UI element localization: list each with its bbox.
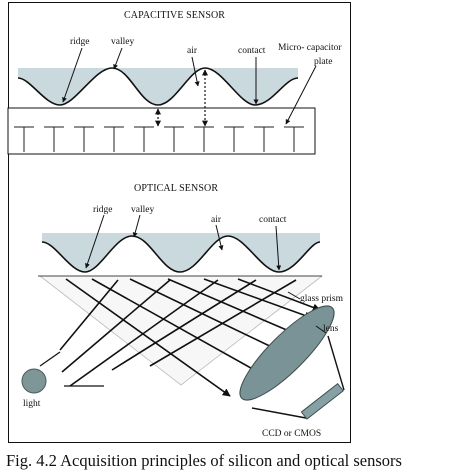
- light-source: [21, 368, 47, 394]
- capacitive-ridge-leader: [62, 47, 83, 103]
- lens-label: lens: [323, 324, 339, 334]
- optical-air-label: air: [211, 215, 222, 225]
- optical-fingertip: [42, 233, 320, 272]
- capacitive-title: CAPACITIVE SENSOR: [124, 10, 225, 21]
- glass-prism-label: glass prism: [300, 294, 344, 304]
- optical-ridge-profile: [41, 235, 321, 273]
- optical-contact-leader: [275, 225, 282, 271]
- reflected-light-rays: [65, 278, 321, 397]
- capacitor-cells: [14, 126, 304, 152]
- capacitive-valley-label: valley: [111, 37, 134, 47]
- optical-valley-leader: [132, 214, 141, 238]
- optical-air-leader: [215, 224, 224, 251]
- lens: [239, 305, 335, 401]
- optical-contact-label: contact: [259, 215, 287, 225]
- glass-prism-leader: [287, 291, 301, 300]
- optical-ridge-label: ridge: [93, 205, 113, 215]
- optical-title: OPTICAL SENSOR: [134, 183, 218, 194]
- micro-capacitor-label: Micro- capacitor: [278, 43, 342, 53]
- light-source-beam: [39, 351, 61, 367]
- capacitive-valley-leader: [113, 47, 123, 70]
- optical-valley-label: valley: [131, 205, 154, 215]
- plate-label: plate: [314, 57, 332, 67]
- capacitive-fingertip: [18, 68, 298, 105]
- focus-line-top: [327, 335, 345, 391]
- micro-capacitor-leader: [285, 65, 317, 125]
- lens-leader: [315, 325, 327, 334]
- figure-caption: Fig. 4.2 Acquisition principles of silic…: [6, 451, 402, 470]
- capacitive-contact-label: contact: [238, 46, 266, 56]
- capacitive-ridge-profile: [17, 67, 299, 106]
- capacitive-air-leader: [191, 56, 200, 87]
- optical-ridge-leader: [85, 214, 105, 269]
- ccd-cmos-label: CCD or CMOS: [262, 429, 321, 439]
- ccd-cmos-sensor: [300, 382, 344, 420]
- capacitive-ridge-label: ridge: [70, 37, 90, 47]
- focus-line-bottom: [251, 407, 307, 419]
- capacitive-air-label: air: [187, 46, 198, 56]
- light-label: light: [23, 399, 41, 409]
